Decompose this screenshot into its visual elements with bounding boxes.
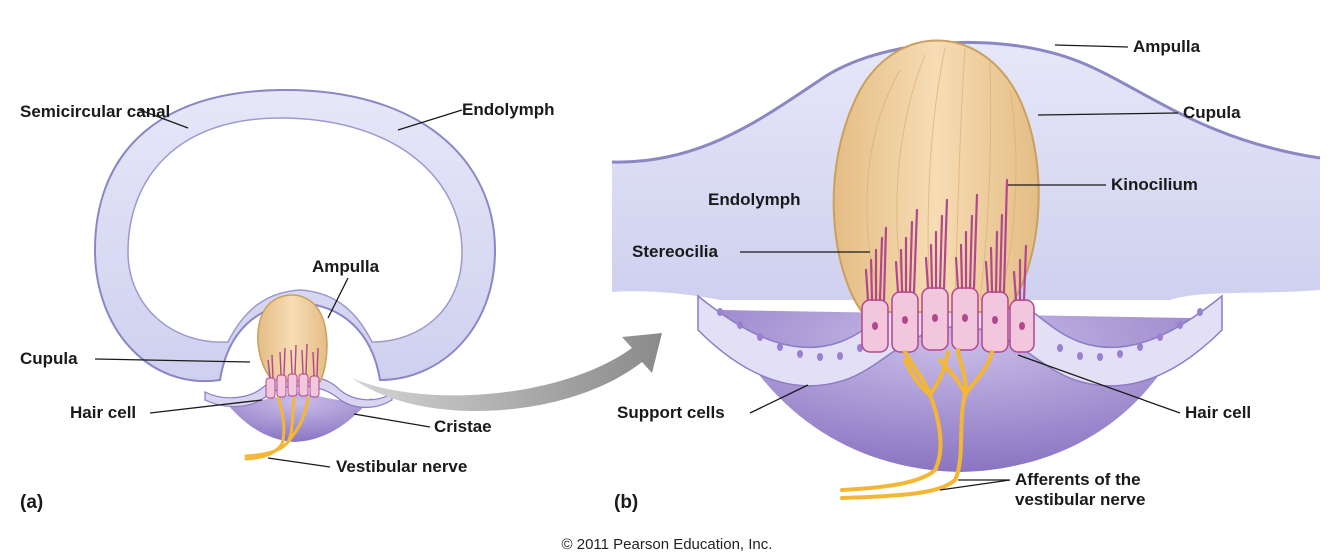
- label-endolymph-b: Endolymph: [708, 190, 801, 209]
- canal-lumen: [127, 117, 463, 343]
- panel-b-illustration: [611, 39, 1321, 500]
- stereocilia-b: [864, 178, 1028, 302]
- panel-a-letter: (a): [20, 492, 44, 513]
- copyright-text: © 2011 Pearson Education, Inc.: [562, 536, 773, 553]
- label-hair-cell-b: Hair cell: [1185, 403, 1252, 422]
- label-cupula-b: Cupula: [1183, 103, 1241, 122]
- cilia-a: [267, 343, 319, 379]
- label-support-cells: Support cells: [617, 403, 725, 422]
- label-semicircular-canal: Semicircular canal: [20, 102, 171, 121]
- label-cristae: Cristae: [434, 417, 492, 436]
- panel-a-illustration: [93, 88, 497, 461]
- support-cells-b: [717, 308, 1203, 361]
- afferent-nerves-b: [840, 348, 994, 500]
- hair-cell-nuclei-b: [872, 314, 1025, 330]
- label-vestibular-nerve-a: Vestibular nerve: [336, 457, 468, 476]
- label-afferents: Afferents of the vestibular nerve: [1015, 470, 1146, 509]
- label-hair-cell-a: Hair cell: [70, 403, 137, 422]
- panel-b-letter: (b): [614, 492, 639, 513]
- label-cupula-a: Cupula: [20, 349, 78, 368]
- label-endolymph-a: Endolymph: [462, 100, 555, 119]
- vestibular-nerve-a: [244, 396, 310, 461]
- hair-cells-a: [265, 373, 320, 399]
- leader-lines: [94, 44, 1181, 491]
- label-kinocilium: Kinocilium: [1111, 175, 1198, 194]
- label-stereocilia: Stereocilia: [632, 242, 718, 261]
- label-ampulla-a: Ampulla: [312, 257, 380, 276]
- label-ampulla-b: Ampulla: [1133, 37, 1201, 56]
- cupula-a: [257, 294, 328, 383]
- zoom-arrow: [352, 333, 662, 411]
- crista-base-a: [222, 392, 372, 442]
